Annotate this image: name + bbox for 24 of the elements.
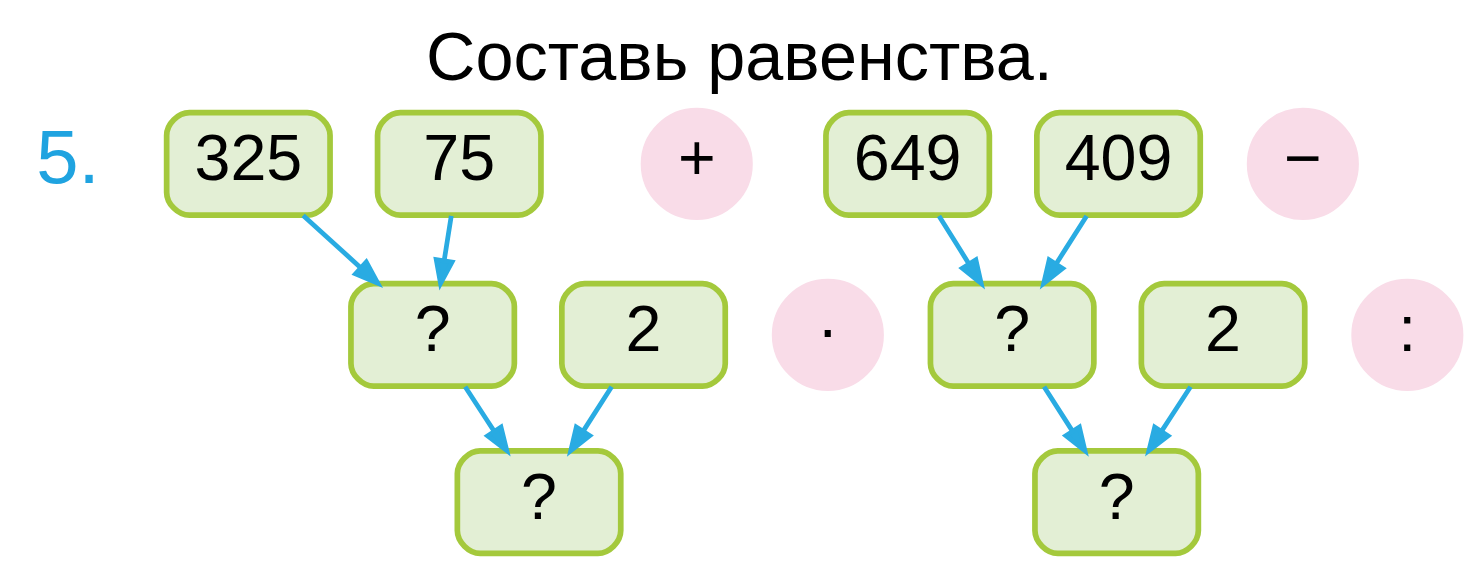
node-circle: : — [1351, 278, 1464, 391]
arrow — [566, 384, 614, 457]
arrow — [1145, 384, 1193, 457]
node-box: 75 — [374, 109, 544, 218]
node-circle: − — [1246, 107, 1359, 220]
node-box: ? — [348, 280, 518, 389]
node-circle: + — [640, 107, 753, 220]
label: 5. — [36, 113, 100, 199]
arrow — [1039, 214, 1089, 289]
diagram-title: Составь равенства. — [426, 17, 1053, 94]
node-box: 2 — [559, 280, 729, 389]
node-box: 409 — [1034, 109, 1204, 218]
node-circle: · — [771, 278, 884, 391]
node-box: 2 — [1138, 280, 1308, 389]
node-box: 325 — [163, 109, 333, 218]
arrow — [1042, 384, 1089, 457]
arrow — [937, 214, 985, 290]
node-box: ? — [927, 280, 1097, 389]
node-box: ? — [1032, 447, 1202, 556]
arrow — [463, 384, 511, 457]
node-box: ? — [454, 447, 624, 556]
node-box: 649 — [823, 109, 993, 218]
arrow — [301, 213, 384, 288]
arrow — [433, 215, 456, 291]
